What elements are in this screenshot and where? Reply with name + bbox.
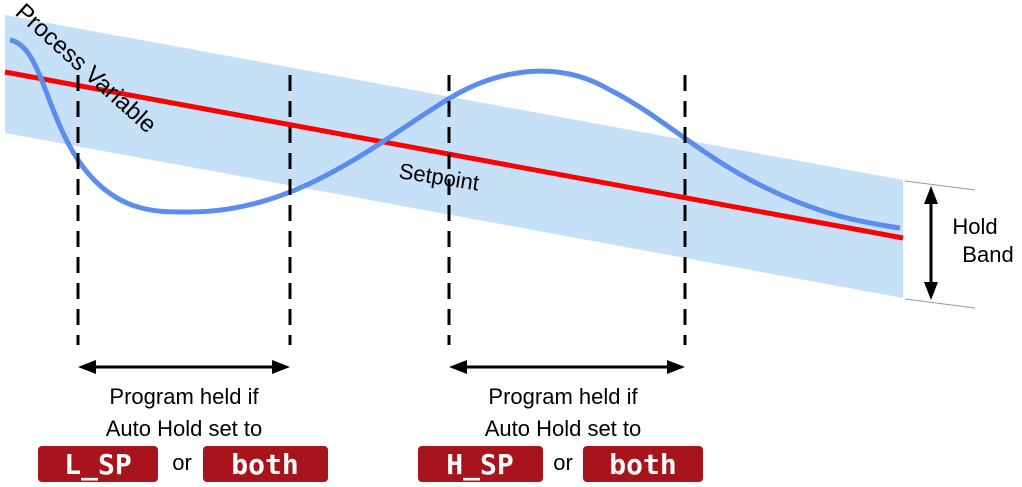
right-badge-h-sp-text: H_SP — [446, 448, 513, 481]
left-badge-l-sp-text: L_SP — [64, 448, 131, 481]
left-span-arrow — [78, 360, 290, 374]
left-badge-both: both — [203, 446, 328, 482]
hold-band-top-extension — [904, 180, 976, 191]
setpoint-line — [4, 69, 904, 241]
left-badge-l-sp: L_SP — [38, 446, 158, 482]
hold-band-label-line1: Hold — [952, 214, 997, 239]
left-or-label: or — [172, 450, 192, 475]
left-note-line2: Auto Hold set to — [106, 416, 263, 441]
right-note-line2: Auto Hold set to — [485, 416, 642, 441]
right-badge-h-sp: H_SP — [418, 446, 543, 482]
hold-band-label-line2: Band — [962, 242, 1013, 267]
right-badge-both: both — [583, 446, 703, 482]
right-note-line1: Program held if — [488, 384, 638, 409]
left-badge-both-text: both — [231, 448, 298, 481]
right-span-arrow — [449, 360, 685, 374]
right-badge-both-text: both — [609, 448, 676, 481]
right-or-label: or — [553, 450, 573, 475]
hold-band-arrow — [924, 186, 938, 300]
left-note-line1: Program held if — [109, 384, 259, 409]
hold-band-bottom-extension — [904, 298, 976, 309]
